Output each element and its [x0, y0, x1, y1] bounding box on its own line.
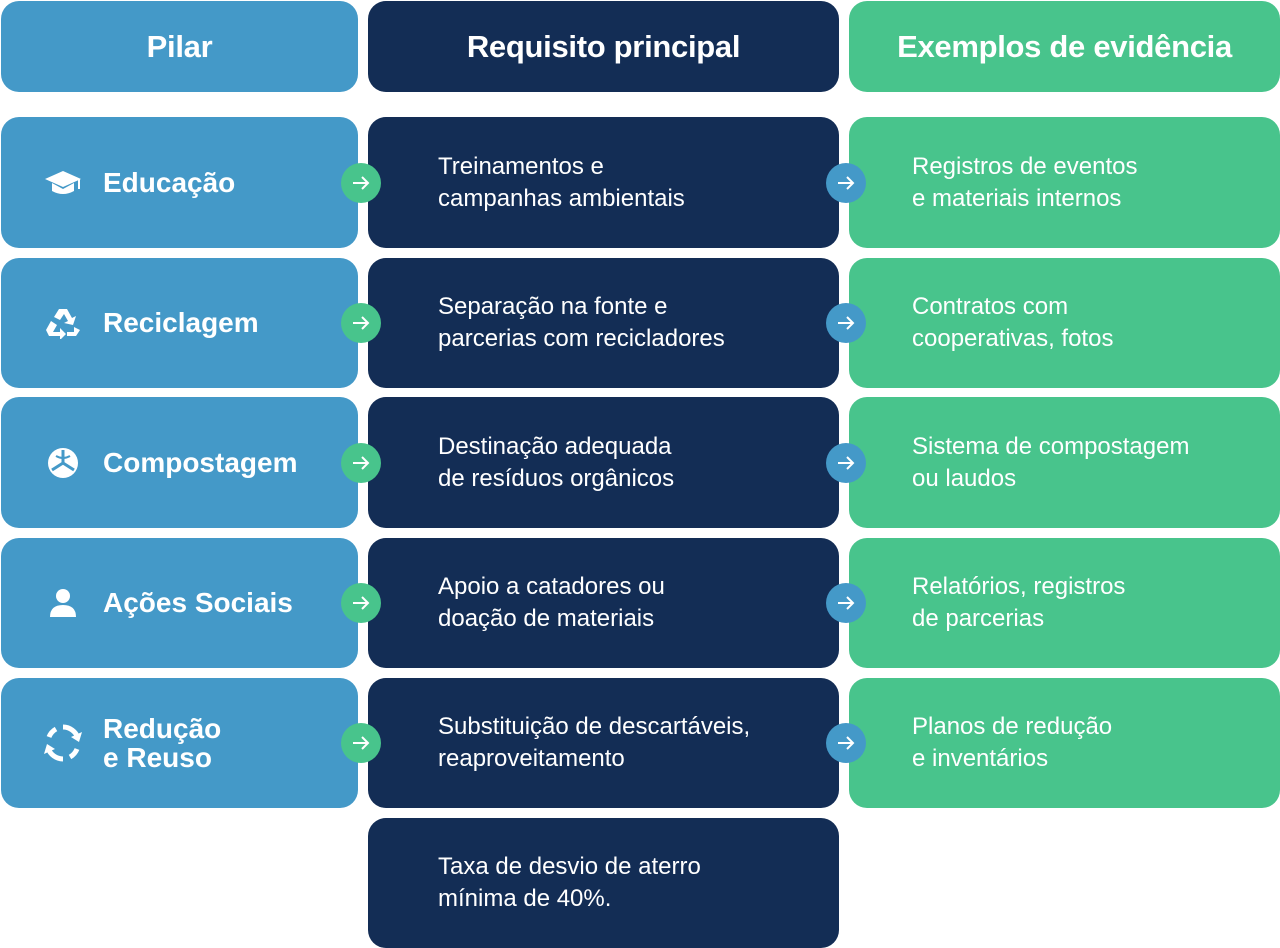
pilar-box-compostagem: Compostagem — [1, 397, 358, 528]
evidencia-text: Planos de redução e inventários — [912, 713, 1113, 772]
recycle-icon — [41, 301, 85, 345]
arrow-right-icon — [826, 723, 866, 763]
pilar-label: Ações Sociais — [103, 587, 293, 619]
evidencia-box: Registros de eventos e materiais interno… — [849, 117, 1280, 248]
requisito-box: Treinamentos e campanhas ambientais — [368, 117, 839, 248]
pilar-label: Compostagem — [103, 446, 298, 478]
requisito-text: Substituição de descartáveis, reaproveit… — [438, 713, 751, 772]
arrow-right-icon — [341, 443, 381, 483]
graduation-cap-icon — [41, 161, 85, 205]
pilar-box-reducao-e-reuso: Redução e Reuso — [1, 678, 358, 808]
pilar-box-acoes-sociais: Ações Sociais — [1, 538, 358, 668]
pilar-label: Redução e Reuso — [103, 712, 222, 773]
arrow-right-icon — [826, 583, 866, 623]
arrow-right-icon — [341, 723, 381, 763]
requisito-box: Apoio a catadores ou doação de materiais — [368, 538, 839, 668]
arrow-right-icon — [341, 583, 381, 623]
evidencia-text: Relatórios, registros de parcerias — [912, 573, 1126, 632]
requisito-text: Apoio a catadores ou doação de materiais — [438, 573, 665, 632]
requisito-text: Treinamentos e campanhas ambientais — [438, 152, 685, 212]
requisito-box-taxa-desvio: Taxa de desvio de aterro mínima de 40%. — [368, 818, 839, 948]
evidencia-box: Sistema de compostagem ou laudos — [849, 397, 1280, 528]
evidencia-text: Registros de eventos e materiais interno… — [912, 152, 1138, 212]
pilar-label: Reciclagem — [103, 307, 259, 339]
compost-icon — [41, 441, 85, 485]
header-requisito-principal: Requisito principal — [368, 1, 839, 92]
header-pilar: Pilar — [1, 1, 358, 92]
requisito-text: Destinação adequada de resíduos orgânico… — [438, 432, 675, 492]
requisito-box: Separação na fonte e parcerias com recic… — [368, 258, 839, 388]
arrow-right-icon — [826, 163, 866, 203]
requisito-box: Substituição de descartáveis, reaproveit… — [368, 678, 839, 808]
refresh-icon — [41, 721, 85, 765]
evidencia-box: Contratos com cooperativas, fotos — [849, 258, 1280, 388]
requisito-text: Taxa de desvio de aterro mínima de 40%. — [438, 853, 701, 912]
requisito-box: Destinação adequada de resíduos orgânico… — [368, 397, 839, 528]
arrow-right-icon — [826, 443, 866, 483]
person-icon — [41, 581, 85, 625]
arrow-right-icon — [341, 303, 381, 343]
arrow-right-icon — [826, 303, 866, 343]
evidencia-text: Contratos com cooperativas, fotos — [912, 293, 1114, 352]
header-exemplos-de-evidencia: Exemplos de evidência — [849, 1, 1280, 92]
pilar-label: Educação — [103, 166, 236, 198]
evidencia-box: Relatórios, registros de parcerias — [849, 538, 1280, 668]
pilar-box-reciclagem: Reciclagem — [1, 258, 358, 388]
evidencia-text: Sistema de compostagem ou laudos — [912, 432, 1190, 492]
requisito-text: Separação na fonte e parcerias com recic… — [438, 293, 725, 352]
arrow-right-icon — [341, 163, 381, 203]
evidencia-box: Planos de redução e inventários — [849, 678, 1280, 808]
pilar-box-educacao: Educação — [1, 117, 358, 248]
